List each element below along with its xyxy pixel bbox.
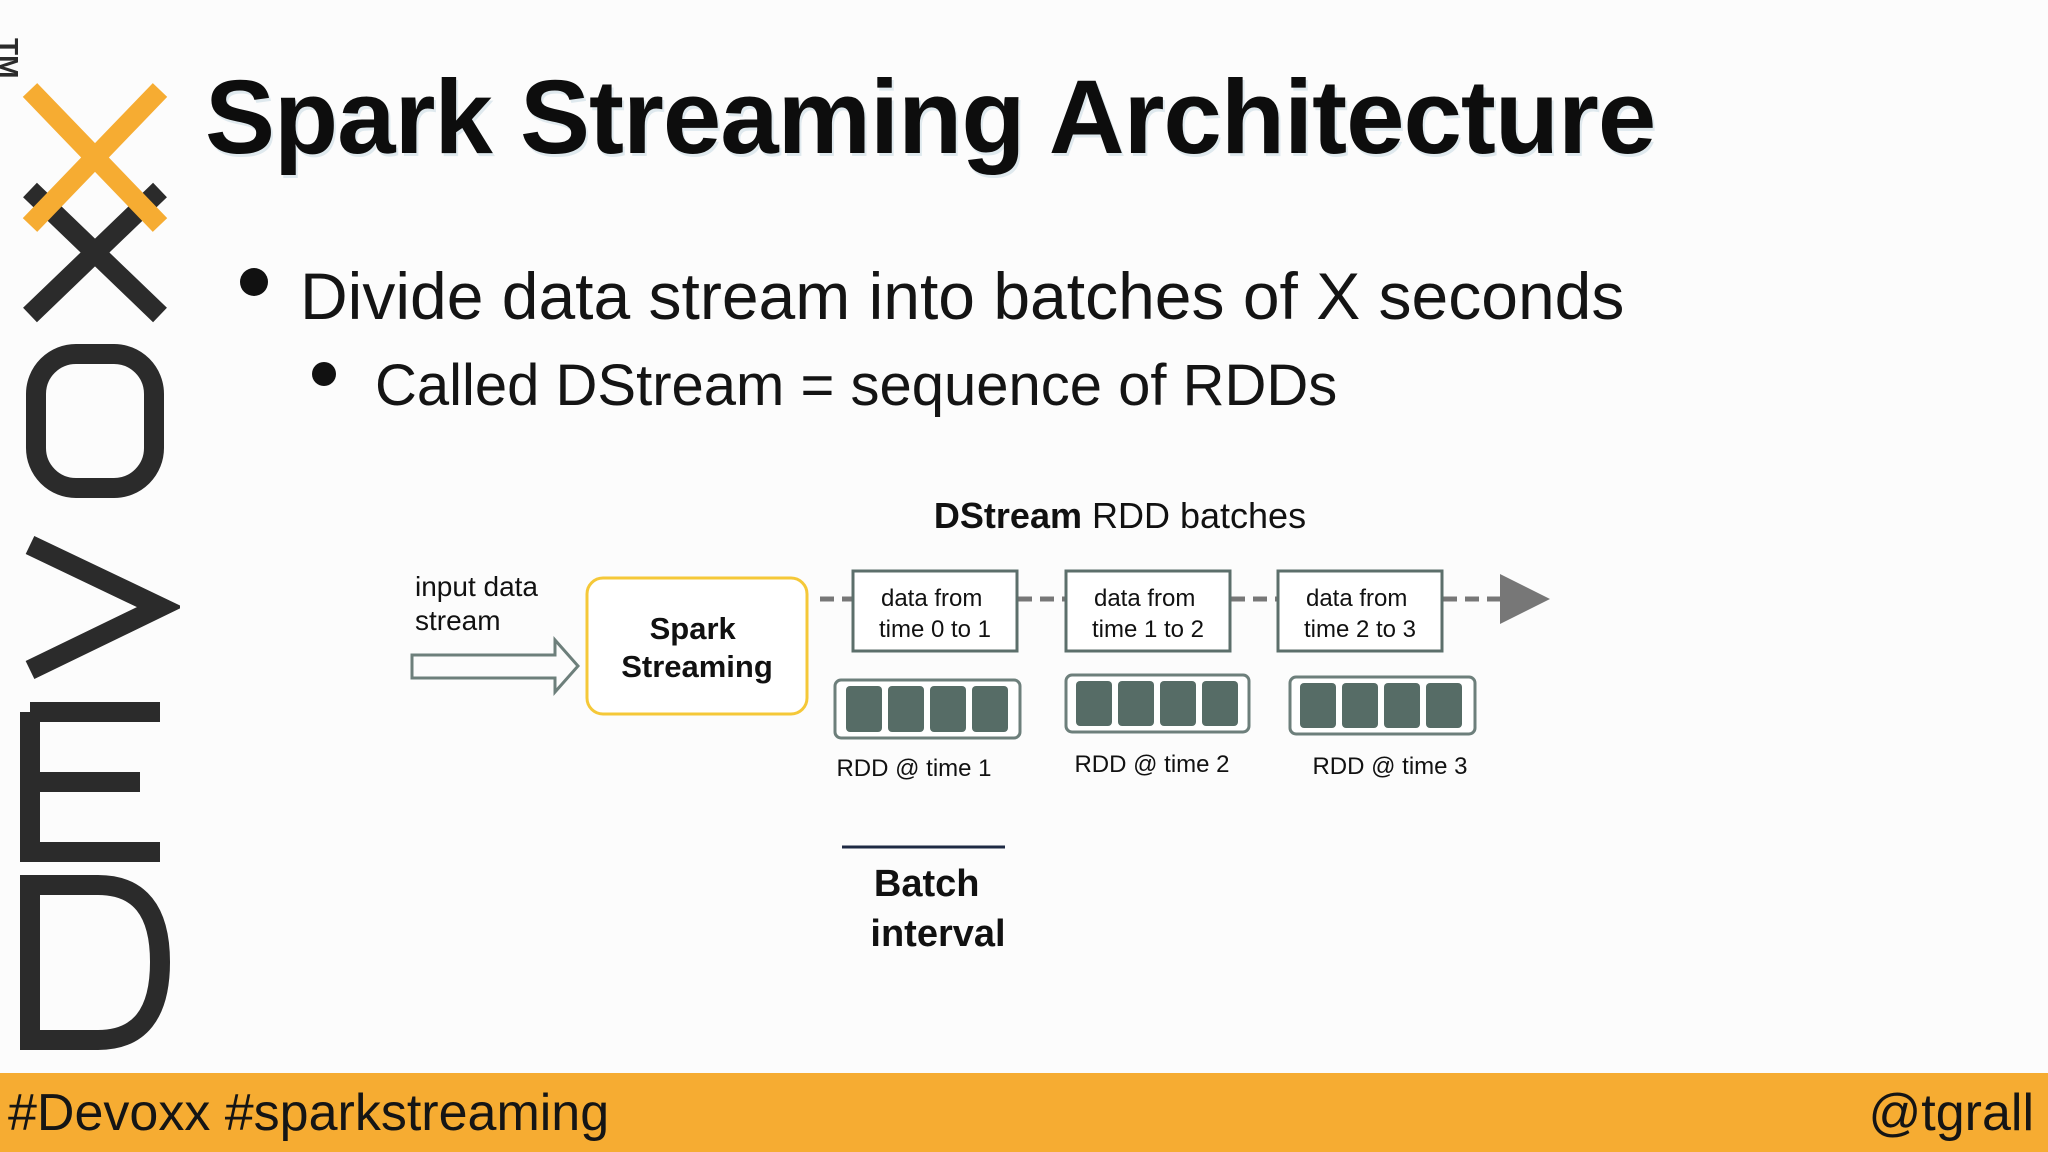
batch-box-2 — [1064, 569, 1232, 653]
rdd-partition — [1384, 683, 1420, 728]
spark-streaming-label-line-2: Streaming — [621, 649, 773, 684]
bullet-level-1: Divide data stream into batches of X sec… — [300, 259, 1625, 333]
devoxx-logo — [20, 83, 180, 1050]
rdd-partition — [1160, 681, 1196, 726]
rdd-partition — [846, 686, 882, 732]
input-stream-label: input data stream — [415, 571, 546, 636]
batch-box-1 — [851, 569, 1019, 653]
batch-3-line-2: time 2 to 3 — [1304, 616, 1416, 643]
rdd-partition — [1426, 683, 1462, 728]
slide-title: Spark Streaming Architecture — [205, 59, 1656, 176]
batch-interval-line-1: Batch — [874, 863, 980, 905]
batch-box-2-label: data from time 1 to 2 — [1092, 585, 1204, 643]
rdd-partition — [1202, 681, 1238, 726]
rdd-partition — [1118, 681, 1154, 726]
rdd-partition — [1342, 683, 1378, 728]
batch-1-line-1: data from — [881, 585, 982, 612]
spark-streaming-box — [585, 576, 809, 716]
diagram-heading: DStream RDD batches — [934, 495, 1306, 536]
input-stream-label-line-1: input data — [415, 571, 538, 602]
footer-bar: #Devoxx #sparkstreaming @tgrall — [0, 1073, 2048, 1152]
diagram-heading-bold: DStream — [934, 495, 1082, 536]
bullet-level-2: Called DStream = sequence of RDDs — [375, 353, 1338, 418]
footer-handle: @tgrall — [1868, 1084, 2035, 1142]
batch-interval-line-2: interval — [870, 913, 1005, 955]
batch-interval-label: Batch interval — [870, 863, 1005, 955]
rdd-label-2: RDD @ time 2 — [1074, 751, 1229, 778]
rdd-label-1: RDD @ time 1 — [836, 755, 991, 782]
spark-streaming-label: Spark Streaming — [621, 611, 773, 684]
batch-1-line-2: time 0 to 1 — [879, 616, 991, 643]
batch-2-line-2: time 1 to 2 — [1092, 616, 1204, 643]
batch-3-line-1: data from — [1306, 585, 1407, 612]
input-stream-label-line-2: stream — [415, 605, 501, 636]
rdd-label-3: RDD @ time 3 — [1312, 753, 1467, 780]
rdd-partition — [930, 686, 966, 732]
footer-hashtags: #Devoxx #sparkstreaming — [8, 1084, 610, 1142]
batch-box-1-label: data from time 0 to 1 — [879, 585, 991, 643]
spark-streaming-label-line-1: Spark — [650, 611, 737, 646]
rdd-partition — [1076, 681, 1112, 726]
rdd-partition — [1300, 683, 1336, 728]
batch-box-3-label: data from time 2 to 3 — [1304, 585, 1416, 643]
diagram-heading-rest: RDD batches — [1082, 495, 1306, 536]
input-stream-arrow — [410, 636, 581, 696]
bullet-dot-level-1 — [240, 268, 268, 296]
rdd-partition — [888, 686, 924, 732]
batch-box-3 — [1276, 569, 1444, 653]
rdd-partition — [972, 686, 1008, 732]
bullet-dot-level-2 — [312, 362, 336, 386]
batch-2-line-1: data from — [1094, 585, 1195, 612]
